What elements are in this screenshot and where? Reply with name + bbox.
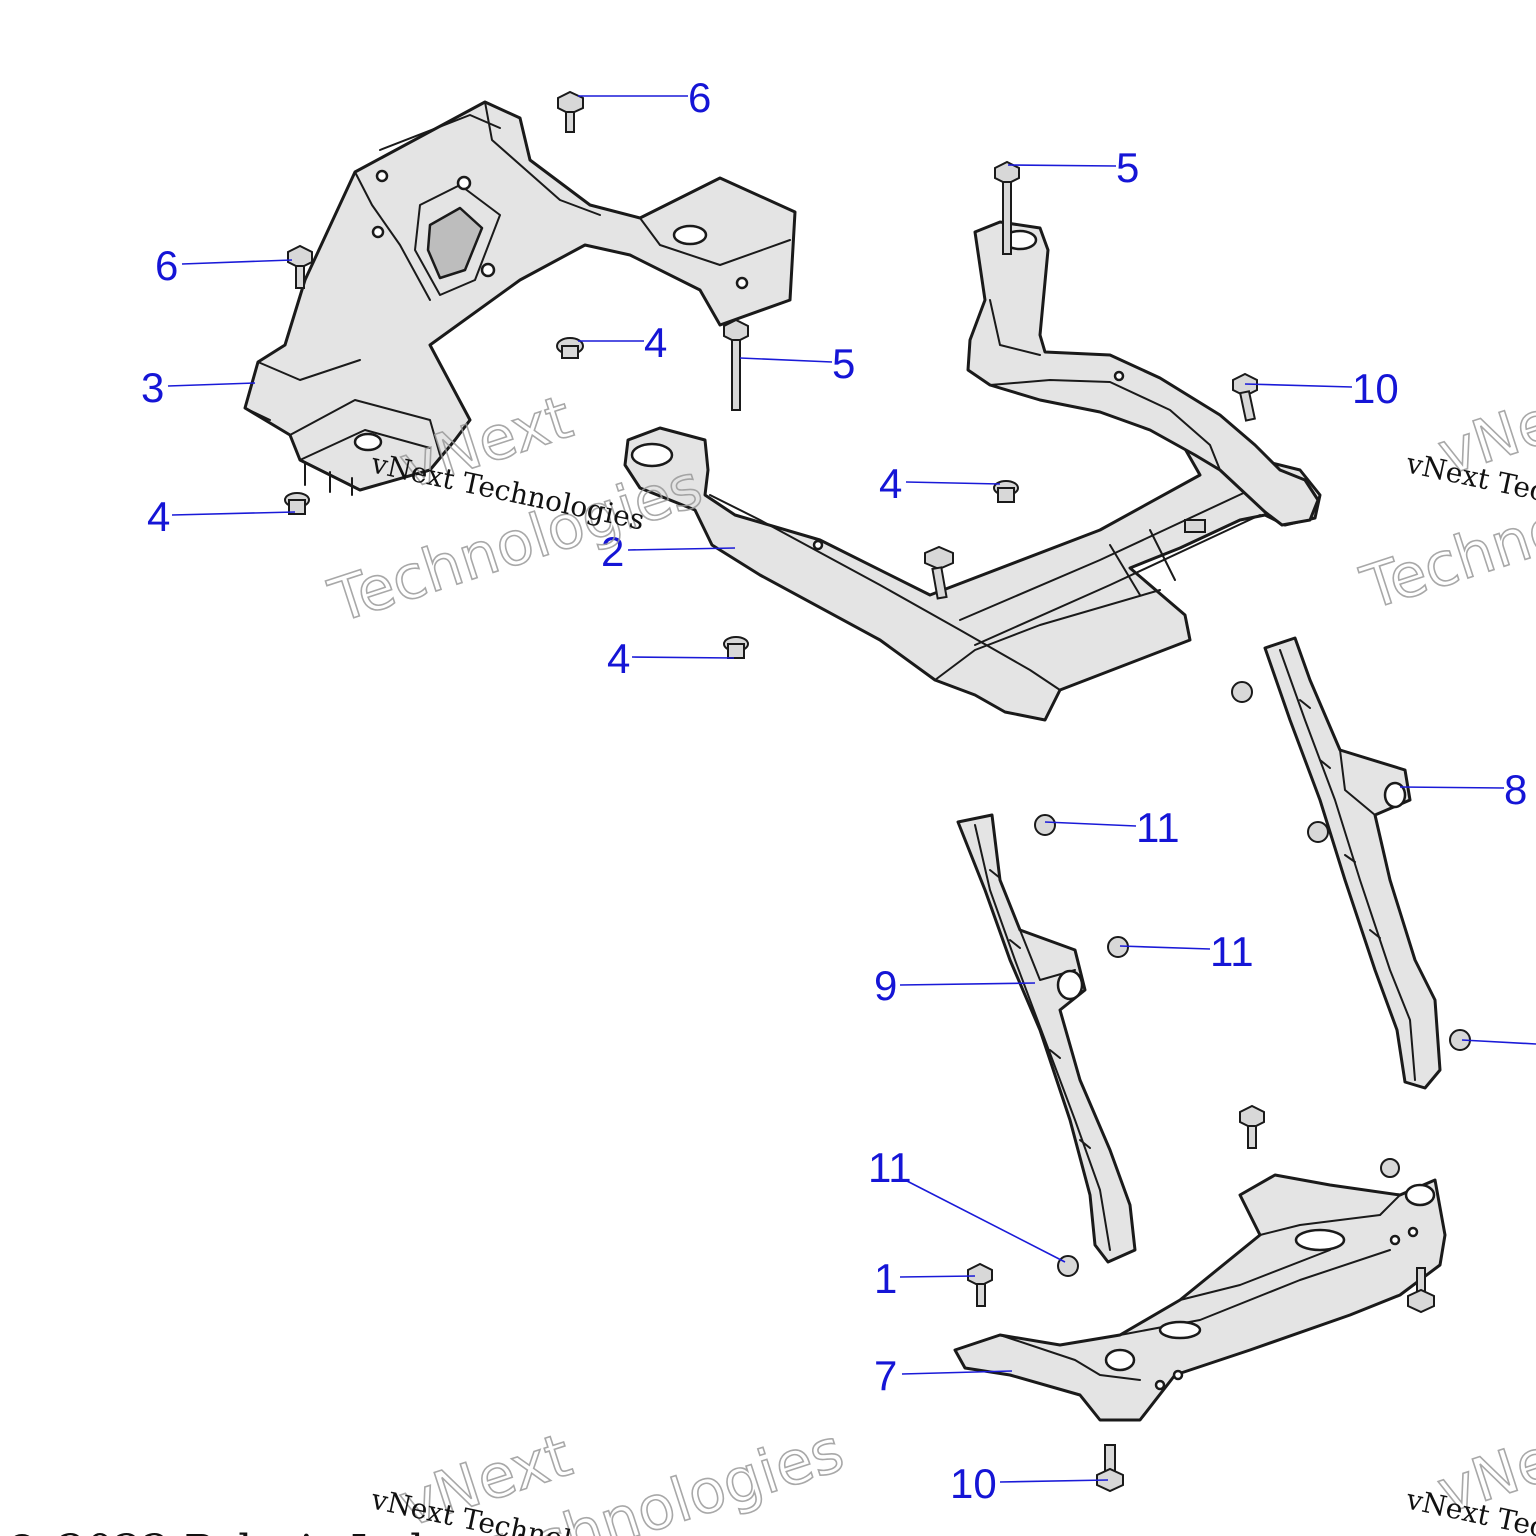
bolt-6-left <box>287 244 313 289</box>
nut-11-c <box>1057 1255 1079 1277</box>
bolt-5-lower <box>723 318 749 411</box>
callout-4-c: 4 <box>879 460 902 507</box>
callout-1: 1 <box>874 1255 897 1302</box>
part-2-main-frame <box>623 371 1322 722</box>
callout-6-left: 6 <box>155 242 178 289</box>
callout-5-lower: 5 <box>832 340 855 387</box>
bolt-10-upper <box>1232 372 1258 422</box>
callout-7: 7 <box>874 1352 897 1399</box>
watermark-bottom-left: vNext Technologies vNext Technologies <box>368 1415 853 1536</box>
bolt-frame <box>924 545 954 600</box>
bolt-1 <box>967 1262 993 1307</box>
callout-10-bottom: 10 <box>950 1460 997 1507</box>
bolt-7-top <box>1239 1104 1265 1149</box>
part-8-right-rail <box>1263 636 1442 1090</box>
callout-4-a: 4 <box>644 319 667 366</box>
nut-7-top <box>1380 1158 1400 1178</box>
callout-11-c: 11 <box>868 1144 912 1191</box>
callout-11-a: 11 <box>1136 804 1180 851</box>
callout-2: 2 <box>601 528 624 575</box>
nut-11-b <box>1107 936 1129 958</box>
grommet-4-b <box>284 492 310 515</box>
part-9-left-rail <box>956 813 1137 1264</box>
callout-3: 3 <box>141 364 164 411</box>
callout-5-upper: 5 <box>1116 144 1139 191</box>
part-7-lower-crossmember <box>953 1173 1447 1422</box>
callout-4-d: 4 <box>607 635 630 682</box>
callout-9: 9 <box>874 962 897 1009</box>
callout-4-b: 4 <box>147 493 170 540</box>
nut-11-a <box>1034 814 1056 836</box>
grommet-4-a <box>556 337 584 359</box>
callout-10-upper: 10 <box>1352 365 1399 412</box>
bolt-6-top <box>557 90 584 133</box>
callout-8: 8 <box>1504 766 1527 813</box>
part-3-front-bracket <box>243 100 797 496</box>
bolt-7-right <box>1407 1267 1435 1314</box>
bolt-5-upper <box>994 160 1020 255</box>
part-2-frame-arm <box>966 220 1320 527</box>
leader-lines <box>167 95 1536 1483</box>
watermark-bottom-right: vNext vNext Technologies <box>1403 1406 1536 1536</box>
bolt-10-bottom <box>1096 1444 1124 1493</box>
nut-upper-right <box>1231 681 1253 703</box>
callout-6-top: 6 <box>688 74 711 121</box>
callout-11-b: 11 <box>1210 928 1254 975</box>
grommet-4-c <box>993 480 1019 503</box>
nut-rail-8 <box>1307 821 1329 843</box>
copyright-text: © 2022 Polaris Industries <box>0 1526 576 1536</box>
grommet-4-d <box>723 636 749 659</box>
